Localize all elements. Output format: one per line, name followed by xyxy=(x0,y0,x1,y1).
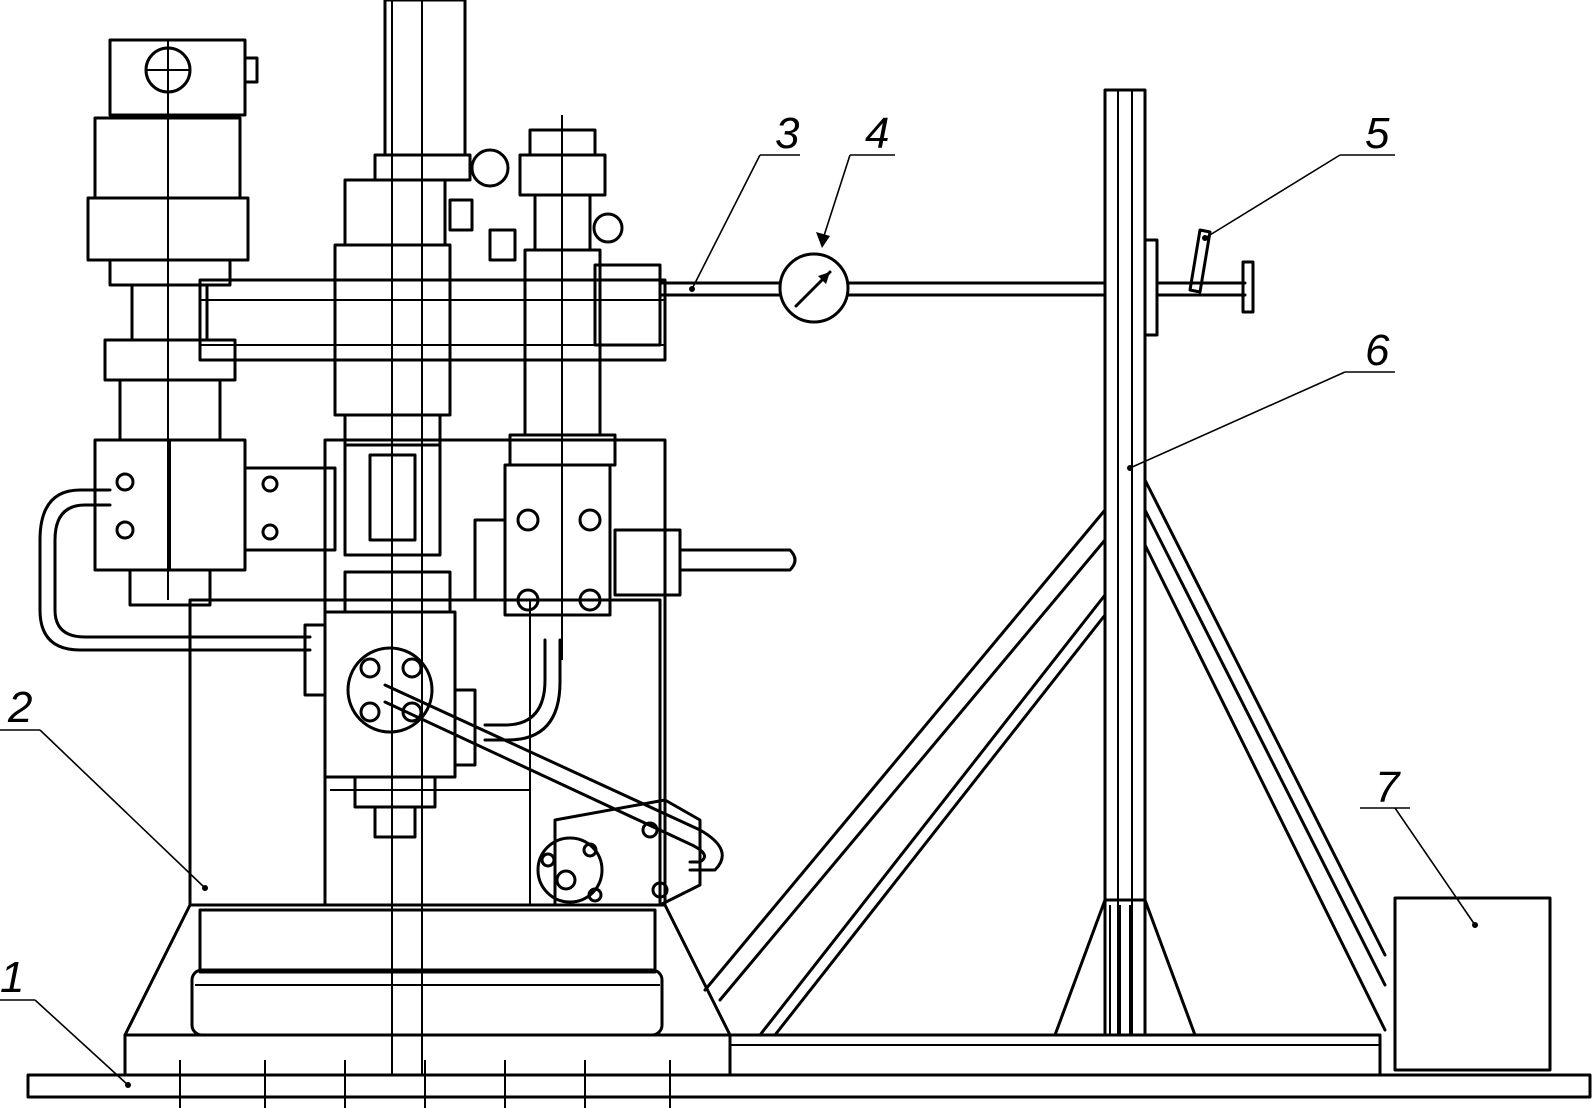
callout-1: 1 xyxy=(0,953,131,1088)
callout-2: 2 xyxy=(0,683,208,891)
main-body xyxy=(188,278,667,907)
callout-7: 7 xyxy=(1360,763,1478,928)
callout-4: 4 xyxy=(816,109,895,248)
svg-text:7: 7 xyxy=(1375,763,1401,812)
centerlines xyxy=(167,0,563,1075)
right-upper-valve xyxy=(473,128,797,617)
callout-6: 6 xyxy=(1127,326,1395,471)
svg-text:6: 6 xyxy=(1365,326,1390,375)
handle-valve xyxy=(1143,228,1255,337)
lower-fitting xyxy=(536,798,702,907)
pressure-line xyxy=(658,252,1107,324)
base-plate xyxy=(26,1060,1592,1108)
svg-text:5: 5 xyxy=(1365,109,1390,158)
svg-text:1: 1 xyxy=(0,953,24,1002)
center-stem xyxy=(333,0,517,557)
left-pipe xyxy=(38,488,312,652)
box-unit xyxy=(1393,896,1552,1072)
middle-valve xyxy=(303,570,477,839)
lower-housing xyxy=(123,903,732,1077)
svg-text:2: 2 xyxy=(7,683,32,732)
stand-frame xyxy=(703,88,1387,1077)
svg-text:3: 3 xyxy=(775,109,800,158)
callout-5: 5 xyxy=(1202,109,1395,241)
svg-text:4: 4 xyxy=(865,109,889,158)
callout-3: 3 xyxy=(689,109,800,292)
left-actuator xyxy=(86,38,337,607)
